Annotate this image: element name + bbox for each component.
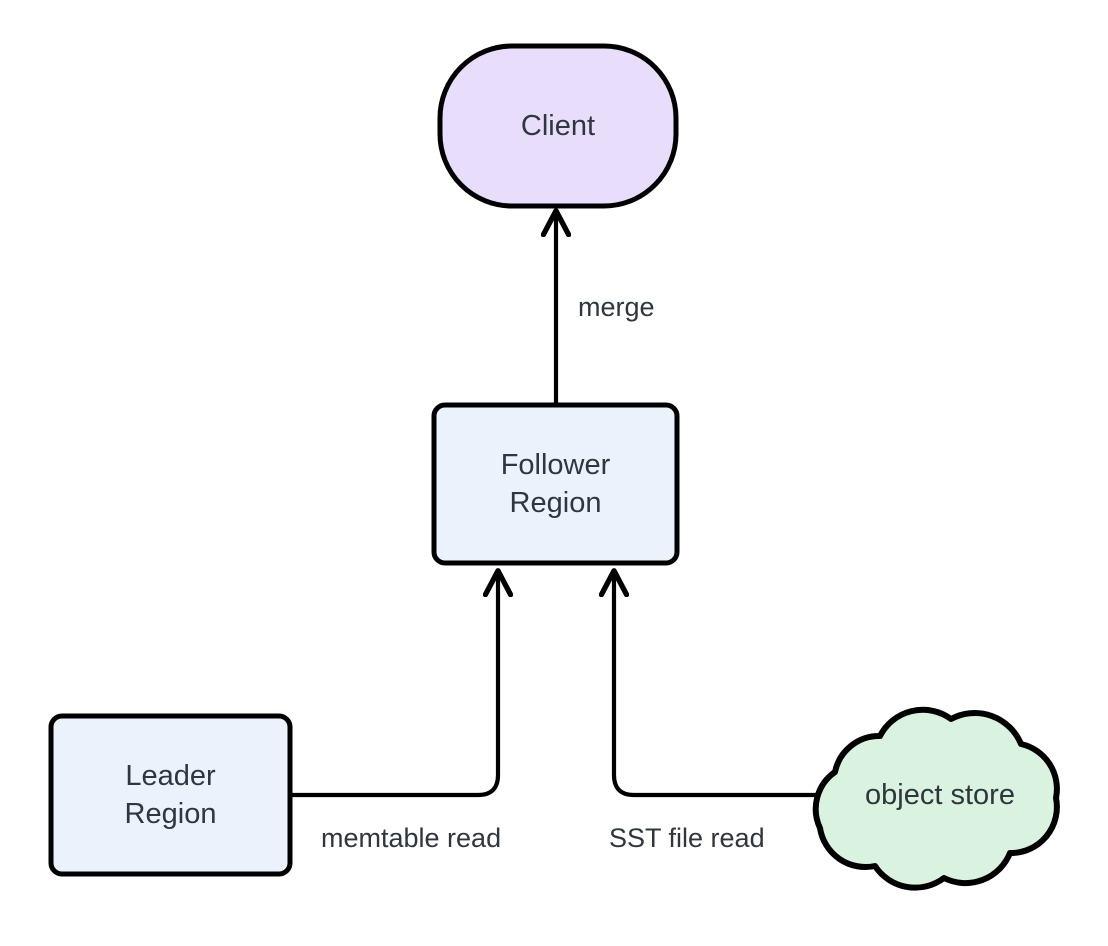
node-follower-region[interactable] xyxy=(431,402,680,566)
edge-leader-follower xyxy=(290,574,498,798)
nodes-layer xyxy=(48,43,1060,891)
edge-objectstore-follower xyxy=(614,574,816,798)
edges-layer xyxy=(290,214,816,798)
node-leader-region[interactable] xyxy=(48,713,293,877)
node-object-store[interactable] xyxy=(812,706,1060,891)
edge-label-memtable-read: memtable read xyxy=(318,822,505,854)
edge-label-sst-file-read: SST file read xyxy=(606,822,768,854)
node-client[interactable] xyxy=(437,43,679,209)
edge-label-merge: merge xyxy=(575,291,658,323)
